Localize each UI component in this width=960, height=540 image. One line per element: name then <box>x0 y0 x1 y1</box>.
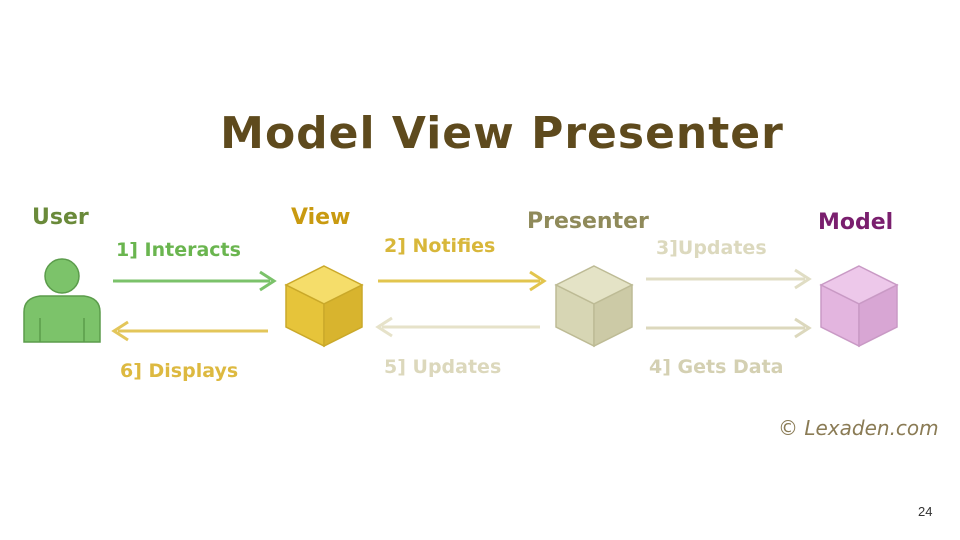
copyright-text: © Lexaden.com <box>778 416 939 440</box>
presenter-label: Presenter <box>527 209 649 234</box>
gets-data-arrow <box>646 317 812 339</box>
interacts-arrow <box>113 270 277 292</box>
user-label: User <box>32 205 89 230</box>
notifies-label: 2] Notifies <box>384 235 496 257</box>
updates-model-arrow <box>646 268 812 290</box>
model-label: Model <box>818 210 894 235</box>
updates-model-label: 3]Updates <box>656 237 767 259</box>
notifies-arrow <box>378 270 547 292</box>
updates-view-label: 5] Updates <box>384 356 502 378</box>
view-cube-icon <box>284 265 364 348</box>
model-cube-icon <box>819 265 899 348</box>
page-number: 24 <box>918 504 933 519</box>
user-icon <box>23 258 101 343</box>
gets-data-label: 4] Gets Data <box>649 356 784 378</box>
view-label: View <box>291 205 351 230</box>
updates-view-arrow <box>375 316 540 338</box>
page-title: Model View Presenter <box>220 108 784 159</box>
presenter-cube-icon <box>554 265 634 348</box>
interacts-label: 1] Interacts <box>116 239 241 261</box>
displays-label: 6] Displays <box>120 360 239 382</box>
displays-arrow <box>111 320 268 342</box>
